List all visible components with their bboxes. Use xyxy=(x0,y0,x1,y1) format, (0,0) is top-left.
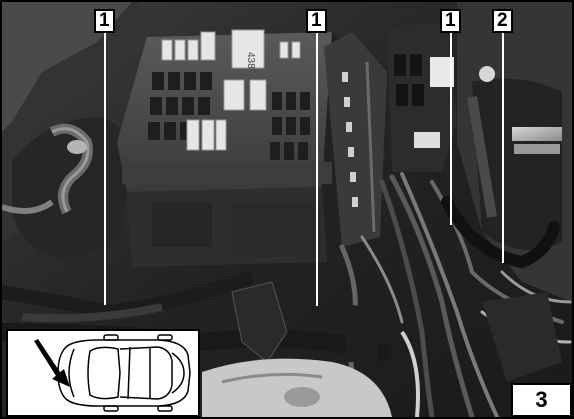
callout-1-left: 1 xyxy=(94,9,115,33)
vehicle-locator-inset xyxy=(6,329,200,417)
leader-line-2 xyxy=(502,33,504,263)
arrow-icon xyxy=(34,339,62,379)
callout-2: 2 xyxy=(492,9,513,33)
relay-marking: 438 xyxy=(245,52,256,69)
leader-line-1-right xyxy=(450,33,452,225)
leader-line-1-left xyxy=(104,33,106,305)
car-top-view-icon xyxy=(34,334,191,412)
figure-number: 3 xyxy=(511,383,572,417)
callout-1-center: 1 xyxy=(306,9,327,33)
callout-1-right: 1 xyxy=(440,9,461,33)
leader-line-1-center xyxy=(316,33,318,306)
